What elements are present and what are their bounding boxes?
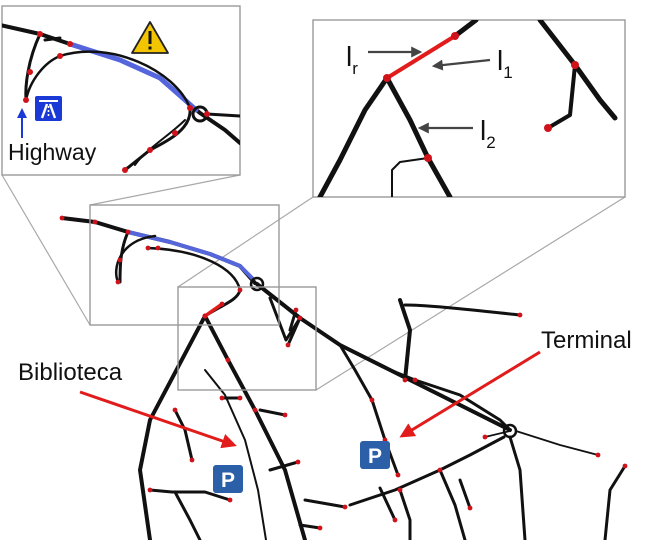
highway-label: Highway (8, 139, 97, 165)
label-l-2: l2 (480, 115, 496, 152)
parking-icon-label-1: P (221, 469, 235, 492)
label-l-1: l1 (497, 45, 513, 82)
l-1-pointer-arrow (431, 58, 491, 71)
junction-zoom-inset: lr l1 l2 (312, 19, 626, 198)
biblioteca-label: Biblioteca (18, 359, 123, 386)
terminal-arrow (399, 350, 541, 438)
highway-zoom-inset: Highway (1, 5, 241, 176)
junction-region-box (177, 286, 317, 391)
biblioteca-arrow (79, 390, 237, 449)
parking-icon-label-2: P (368, 445, 382, 468)
main-road-map (59, 204, 628, 540)
highway-region-box (89, 204, 280, 326)
parking-icon: P (213, 465, 243, 493)
motorway-icon (35, 96, 62, 121)
label-l-r: lr (346, 41, 358, 78)
warning-triangle-icon (131, 21, 169, 54)
main-map-nodes (59, 215, 628, 531)
parking-icon: P (360, 441, 390, 469)
terminal-label: Terminal (541, 327, 632, 354)
